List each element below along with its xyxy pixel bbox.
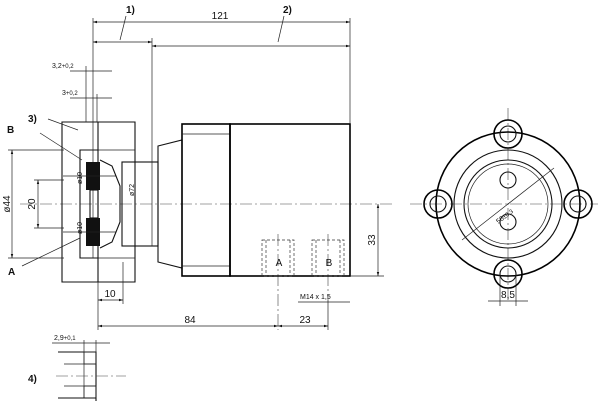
leader-3 xyxy=(47,118,79,131)
port-a-label: A xyxy=(276,258,283,269)
dim-flange-length: 84 xyxy=(184,315,196,326)
dim-dia-10-upper: ø10 xyxy=(77,172,84,184)
bolt-hole-right xyxy=(569,195,587,213)
leader-B xyxy=(39,132,83,161)
dim-detail-depth: 2,9+0,1 xyxy=(54,335,76,342)
dim-dia-10-lower: ø10 xyxy=(77,222,84,234)
bolt-hole-left xyxy=(429,195,447,213)
callout-4: 4) xyxy=(28,374,37,385)
dim-diameter-72: ø72 xyxy=(129,184,136,196)
callout-A: A xyxy=(8,267,15,278)
dim-overall-length: 121 xyxy=(212,11,229,22)
orifice-lower xyxy=(499,213,517,231)
dim-flange-thickness: 10 xyxy=(104,289,116,300)
detail-4 xyxy=(52,340,126,401)
dim-seal-recess: 3,2+0,2 xyxy=(52,63,74,70)
dim-bolt-circle: 56±0,3 xyxy=(495,208,515,226)
valve-body xyxy=(229,123,351,277)
seal-orifice-detail xyxy=(63,159,121,249)
dim-inner-recess: 3+0,2 xyxy=(62,90,78,97)
dim-port-offset: 33 xyxy=(367,234,378,246)
dimension-lines xyxy=(8,18,384,330)
callout-B: B xyxy=(7,125,14,136)
callout-2: 2) xyxy=(283,5,292,16)
front-view xyxy=(410,108,598,306)
leader-A xyxy=(21,237,81,267)
callout-1: 1) xyxy=(126,5,135,16)
dim-hole-width: 8,5 xyxy=(501,290,515,301)
front-flange-outline xyxy=(435,131,581,277)
hidden-ports xyxy=(261,234,345,330)
bolt-hole-top xyxy=(499,125,517,143)
orifice-upper xyxy=(499,171,517,189)
callout-3: 3) xyxy=(28,114,37,125)
side-view: A B xyxy=(20,118,392,330)
dim-body-length: 23 xyxy=(299,315,311,326)
dim-diameter-44: ø44 xyxy=(2,195,13,213)
port-b-label: B xyxy=(326,258,333,269)
dim-port-thread: M14 x 1,5 xyxy=(300,294,331,301)
dim-distance-20: 20 xyxy=(27,198,38,210)
bolt-circle-dim-line xyxy=(461,167,555,241)
valve-cap xyxy=(181,123,231,277)
